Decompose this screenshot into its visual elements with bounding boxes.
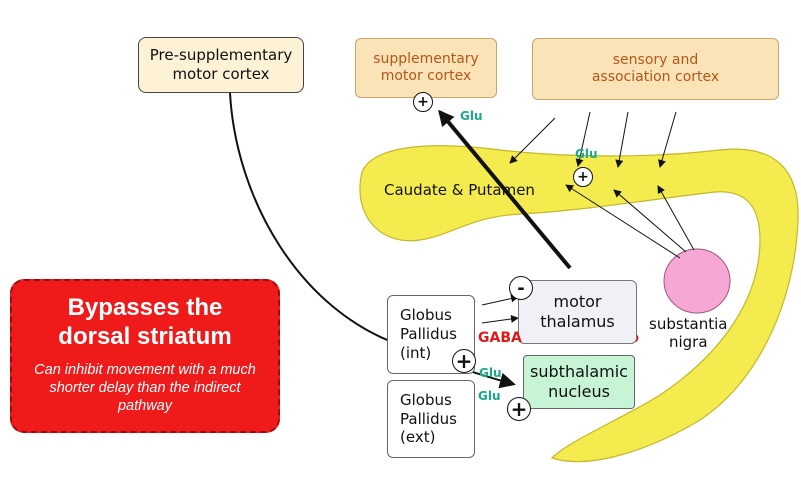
arrow-gpi-thal-2 bbox=[481, 315, 519, 324]
plus-sign-gpi: + bbox=[452, 349, 476, 373]
motor-thalamus-box: motor thalamus bbox=[518, 280, 637, 344]
callout-box: Bypasses the dorsal striatum Can inhibit… bbox=[10, 279, 280, 433]
sma-box: supplementary motor cortex bbox=[355, 38, 497, 98]
arrow-sn-3 bbox=[657, 185, 695, 251]
sensory-cortex-box: sensory and association cortex bbox=[532, 38, 779, 100]
subthalamic-nucleus-box: subthalamic nucleus bbox=[523, 355, 635, 409]
arrow-sensory-3 bbox=[615, 111, 629, 168]
arrow-sensory-1 bbox=[509, 117, 556, 164]
substantia-nigra-label: substantia nigra bbox=[649, 315, 728, 351]
caudate-putamen-label: Caudate & Putamen bbox=[384, 181, 535, 199]
glu-label-striatum: Glu bbox=[575, 147, 598, 161]
plus-sign-stn: + bbox=[507, 397, 531, 421]
plus-sign-striatum: + bbox=[573, 167, 593, 187]
callout-subtitle: Can inhibit movement with a much shorter… bbox=[34, 362, 256, 414]
arrow-sensory-2 bbox=[575, 111, 591, 167]
arrow-sn-2 bbox=[613, 189, 687, 253]
arrow-sensory-4 bbox=[658, 111, 677, 168]
glu-label-stn: Glu bbox=[478, 389, 501, 403]
plus-sign-sma: + bbox=[413, 92, 433, 112]
striatum-shape bbox=[359, 145, 799, 463]
gpe-box: Globus Pallidus (ext) bbox=[387, 380, 475, 458]
gaba-label: GABA bbox=[478, 330, 522, 346]
arrow-sn-1 bbox=[565, 184, 681, 259]
glu-label-gpi: Glu bbox=[479, 366, 502, 380]
glu-label-sma: Glu bbox=[460, 109, 483, 123]
pre-sma-box: Pre-supplementary motor cortex bbox=[138, 37, 304, 93]
substantia-nigra-shape bbox=[663, 248, 731, 314]
callout-title: Bypasses the dorsal striatum bbox=[58, 294, 232, 350]
minus-sign-thalamus: - bbox=[509, 276, 533, 300]
arrow-thalamus-to-sma bbox=[438, 109, 572, 270]
arrow-gpi-thal-1 bbox=[481, 294, 519, 306]
